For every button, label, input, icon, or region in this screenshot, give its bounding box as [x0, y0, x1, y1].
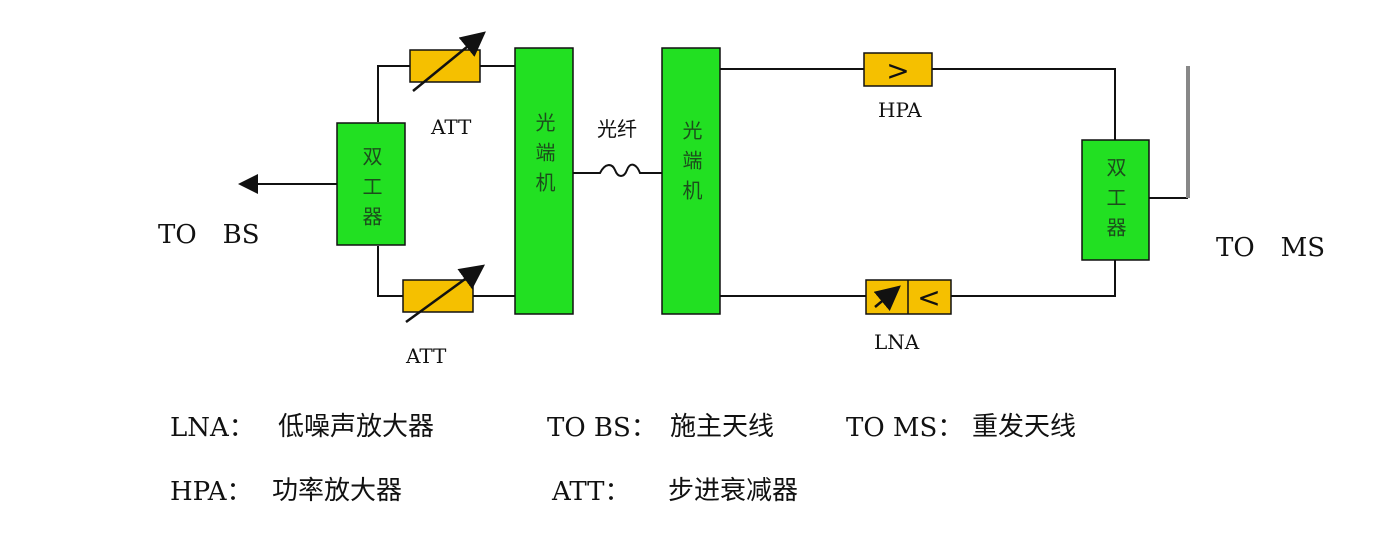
legend-toms-value: 重发天线 — [972, 412, 1077, 442]
hpa-symbol: > — [886, 54, 909, 87]
hpa-block — [863, 52, 933, 87]
legend-tobs-key: TO BS： — [547, 413, 657, 443]
legend-tobs-value: 施主天线 — [670, 412, 775, 442]
lna-label: LNA — [874, 330, 920, 354]
legend-att-value: 步进衰减器 — [668, 476, 799, 506]
optical-right-label: 光端机 — [679, 120, 703, 210]
legend-toms-key: TO MS： — [846, 413, 964, 443]
wire-att-top — [377, 65, 515, 122]
connection-lines — [377, 65, 1188, 297]
legend-lna-value: 低噪声放大器 — [278, 412, 435, 442]
optical-transceiver-right — [661, 47, 721, 315]
lna-arrow-icon — [873, 285, 901, 312]
att-bottom-block — [402, 279, 474, 313]
duplexer-right — [1081, 139, 1150, 261]
optical-left-label: 光端机 — [532, 112, 556, 202]
legend-hpa-key: HPA： — [170, 477, 253, 507]
wire-lna — [720, 260, 1116, 297]
to-bs-label: TO BS — [158, 220, 260, 250]
att-top-label: ATT — [431, 115, 472, 139]
fiber-label: 光纤 — [597, 117, 637, 141]
legend-lna-key: LNA： — [170, 413, 255, 443]
legend-att-key: ATT： — [552, 477, 631, 507]
wire-hpa — [720, 68, 1116, 140]
att-bottom-arrow-icon — [405, 264, 486, 324]
fiber-coil — [573, 163, 662, 177]
lna-symbol: < — [917, 281, 940, 314]
att-top-arrow-icon — [412, 31, 486, 92]
legend-hpa-value: 功率放大器 — [272, 476, 403, 506]
optical-transceiver-left — [514, 47, 574, 315]
wire-att-bottom — [377, 246, 515, 297]
duplexer-left — [336, 122, 406, 246]
att-bottom-label: ATT — [406, 344, 447, 368]
duplexer-right-label: 双工器 — [1103, 157, 1127, 247]
duplexer-left-label: 双工器 — [359, 146, 383, 236]
hpa-label: HPA — [878, 98, 922, 122]
to-ms-label: TO MS — [1216, 233, 1326, 263]
